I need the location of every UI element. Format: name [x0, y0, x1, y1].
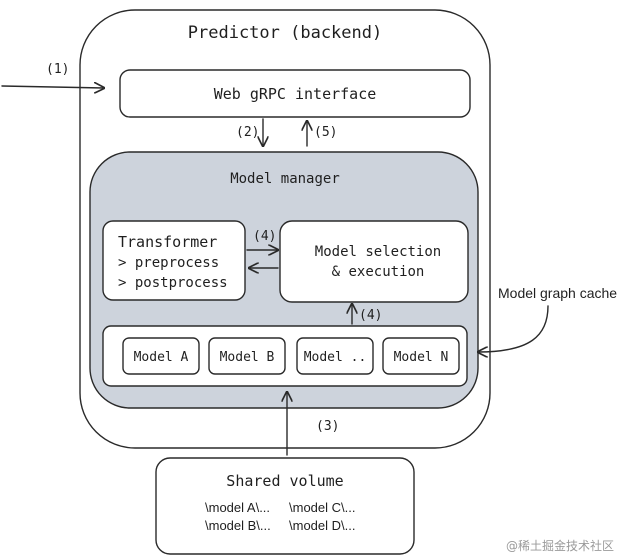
model-label: Model A [134, 350, 189, 365]
shared-volume-box [155, 457, 415, 555]
shared-volume-path-d: \model D\... [289, 518, 355, 533]
model-selection-line1: Model selection [315, 244, 441, 260]
grpc-interface-box [119, 69, 471, 118]
shared-volume-path-b: \model B\... [205, 518, 271, 533]
watermark: @稀土掘金技术社区 [506, 538, 614, 553]
arrow-4-top-label: (4) [253, 229, 276, 244]
model-list: Model A Model B Model .. Model N [122, 337, 460, 375]
model-manager-label: Model manager [230, 171, 340, 187]
model-selection-box [279, 220, 469, 303]
arrow-1-label: (1) [46, 62, 69, 77]
model-label: Model B [220, 350, 275, 365]
arrow-3-label: (3) [316, 419, 339, 434]
shared-volume-path-a: \model A\... [205, 500, 270, 515]
model-box [208, 337, 286, 375]
cache-arrow [478, 305, 549, 352]
arrow-1 [1, 86, 104, 88]
model-label: Model .. [304, 350, 367, 365]
grpc-interface-label: Web gRPC interface [214, 85, 377, 103]
model-selection-line2: & execution [332, 264, 425, 280]
transformer-preprocess: > preprocess [118, 255, 219, 271]
arrow-4-bottom-label: (4) [359, 308, 382, 323]
arrow-5-label: (5) [314, 125, 337, 140]
transformer-postprocess: > postprocess [118, 275, 228, 291]
model-box [296, 337, 374, 375]
predictor-title: Predictor (backend) [188, 23, 382, 43]
transformer-title: Transformer [118, 233, 217, 251]
model-label: Model N [394, 350, 449, 365]
transformer-box [102, 220, 246, 301]
model-graph-cache-label: Model graph cache [498, 285, 617, 301]
model-box [122, 337, 200, 375]
shared-volume-title: Shared volume [226, 472, 343, 490]
model-box [382, 337, 460, 375]
arrow-2-label: (2) [236, 125, 259, 140]
shared-volume-path-c: \model C\... [289, 500, 355, 515]
